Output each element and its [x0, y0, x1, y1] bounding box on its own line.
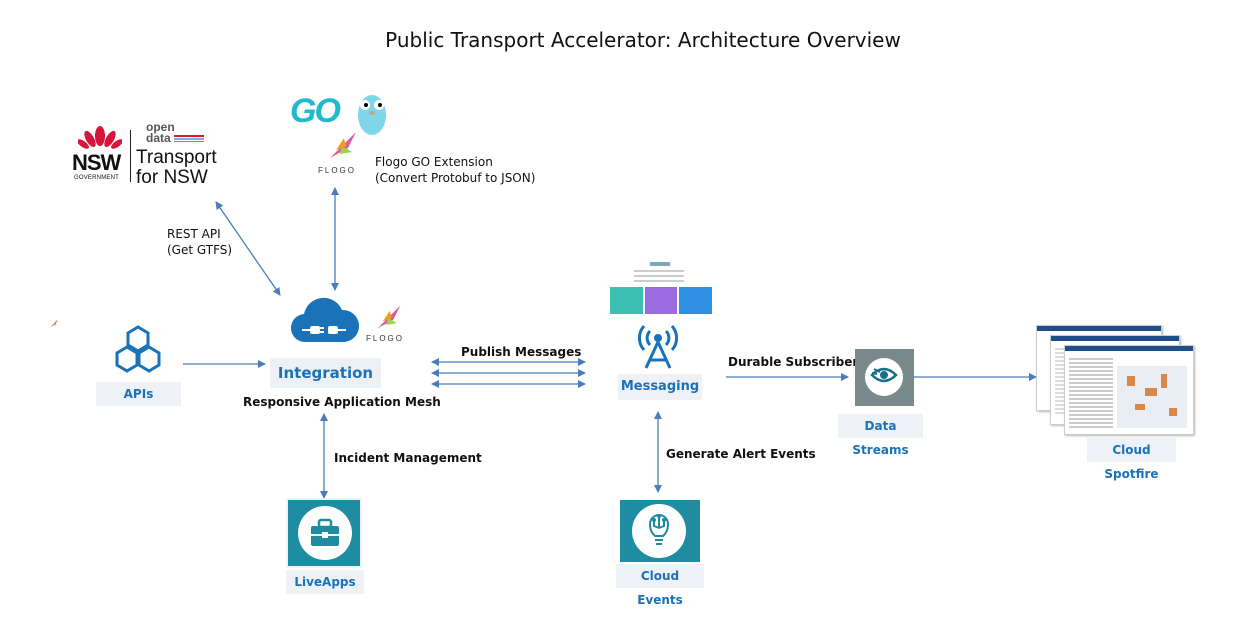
- small-hummingbird-icon: [50, 319, 59, 327]
- gopher-icon: [358, 95, 386, 135]
- incident-management-label: Incident Management: [334, 451, 482, 465]
- cloud-spotfire-node[interactable]: Cloud Spotfire: [1087, 438, 1176, 481]
- arrow-nsw-integration: [215, 201, 281, 296]
- transport-for-nsw-wordmark: Transport for NSW: [136, 147, 217, 188]
- spotfire-dashboard-thumbnail: [1036, 325, 1196, 435]
- integration-node[interactable]: Integration: [270, 358, 381, 388]
- nsw-wordmark: NSW: [72, 150, 121, 175]
- government-wordmark: GOVERNMENT: [74, 175, 120, 181]
- hummingbird-icon: [330, 132, 356, 158]
- liveapps-node[interactable]: LiveApps: [286, 570, 364, 594]
- page-title: Public Transport Accelerator: Architectu…: [385, 28, 901, 52]
- messaging-node[interactable]: Messaging: [618, 374, 702, 400]
- messaging-dashboard-thumbnail: [610, 262, 712, 314]
- transport-nsw-logo: NSW GOVERNMENT open data Transport for N…: [72, 120, 232, 190]
- data-streams-icon-box: [855, 349, 914, 406]
- briefcase-icon: [298, 506, 352, 560]
- broadcast-tower-icon: [637, 325, 679, 369]
- cloud-events-icon-box: [620, 500, 700, 562]
- cloud-plug-icon: [290, 297, 360, 343]
- generate-alert-events-label: Generate Alert Events: [666, 447, 816, 461]
- logo-divider: [130, 130, 131, 182]
- flogo-wordmark: FLOGO: [318, 166, 357, 175]
- lightbulb-circuit-icon: [632, 504, 686, 558]
- durable-subscriber-label: Durable Subscriber: [728, 355, 859, 369]
- cloud-events-node[interactable]: Cloud Events: [616, 564, 704, 607]
- data-streams-node[interactable]: Data Streams: [838, 414, 923, 457]
- waratah-icon: [78, 126, 122, 149]
- go-logo: GO: [290, 92, 341, 130]
- open-data-wordmark: open data: [146, 121, 204, 144]
- liveapps-icon-box: [286, 498, 362, 568]
- flogo-extension-label: Flogo GO Extension (Convert Protobuf to …: [375, 155, 536, 185]
- apis-node[interactable]: APIs: [96, 382, 181, 406]
- rest-api-label: REST API (Get GTFS): [167, 227, 233, 257]
- publish-messages-label: Publish Messages: [461, 345, 582, 359]
- eye-icon: [865, 358, 903, 396]
- responsive-application-mesh-label: Responsive Application Mesh: [243, 395, 441, 409]
- apis-hexagon-icon: [115, 325, 161, 373]
- hummingbird-icon: [377, 305, 401, 329]
- flogo-wordmark-small: FLOGO: [366, 334, 405, 343]
